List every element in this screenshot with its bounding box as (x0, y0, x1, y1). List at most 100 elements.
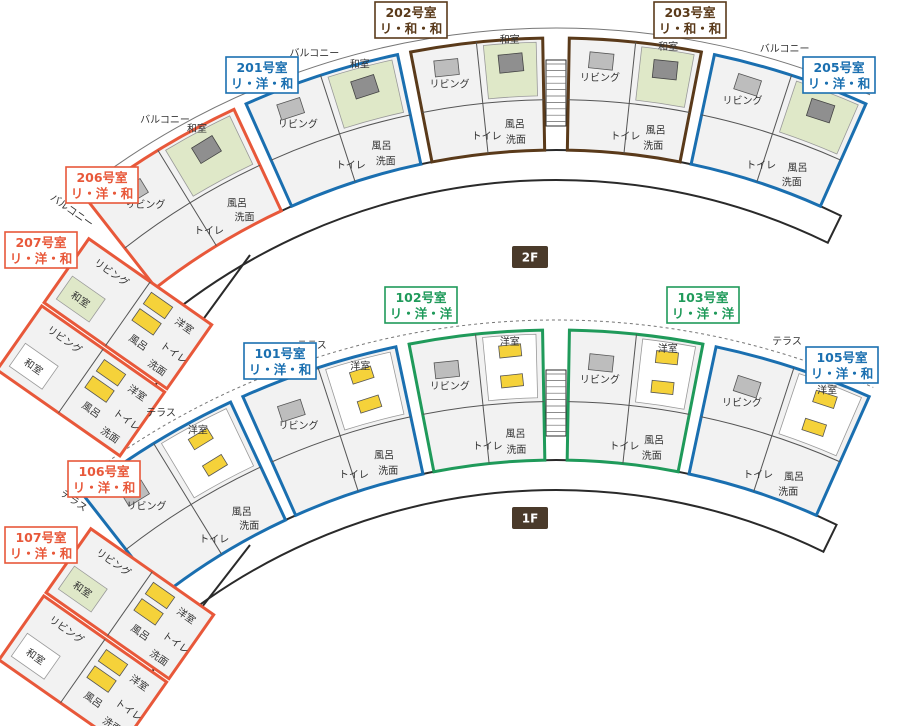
bed (187, 427, 214, 451)
living-tag: リビング (430, 78, 470, 91)
room-floor (778, 373, 862, 457)
room-units: リビング和室洋室風呂洗面トイレリビング和室洋室風呂洗面トイレバルコニーリビング和… (0, 36, 872, 726)
room-type-tag: 和室 (350, 57, 370, 70)
bed (801, 417, 828, 437)
toilet-tag: トイレ (336, 160, 366, 171)
bath-tag: 風呂 (788, 162, 808, 174)
partition (107, 571, 153, 636)
floor-badge-bg (512, 507, 548, 529)
room-floor (482, 333, 539, 402)
room-number: 201号室 (236, 60, 288, 75)
bath-tag: 風呂 (646, 124, 666, 136)
room-number: 202号室 (385, 5, 437, 20)
toilet-tag: トイレ (746, 160, 776, 171)
bed (500, 373, 525, 389)
washroom-tag: 洗面 (643, 140, 663, 152)
room-type: リ・洋・和 (808, 76, 871, 91)
partition (317, 367, 359, 492)
room-type-tag: 洋室 (817, 384, 837, 397)
sofa (587, 51, 615, 71)
washroom-tag: 洗面 (642, 450, 662, 462)
sofa (732, 374, 762, 399)
room-number: 102号室 (395, 290, 447, 305)
toilet-tag: トイレ (473, 442, 503, 453)
partition (58, 348, 104, 414)
room-type-tag: 洋室 (350, 359, 370, 372)
room-number: 205号室 (813, 60, 865, 75)
floor-badge-bg (512, 246, 548, 268)
partition (153, 443, 223, 555)
room-type-tag: 和室 (500, 33, 520, 46)
room-number: 107号室 (15, 530, 67, 545)
sofa (433, 359, 461, 380)
floor-badge: 1F (512, 507, 548, 529)
washroom-tag: 洗面 (778, 486, 798, 498)
room-tags: リビング和室風呂洗面トイレリビング和室風呂洗面トイレリビング和室風呂洗面トイレリ… (125, 33, 837, 545)
partition (320, 75, 356, 182)
washroom-tag: 洗面 (506, 134, 526, 146)
bed (84, 375, 115, 403)
room-type-tag: 和室 (187, 122, 207, 135)
partition (157, 150, 217, 247)
bath-tag: 風呂 (372, 140, 392, 152)
low-table (350, 73, 380, 100)
room-type: リ・洋・和 (231, 76, 294, 91)
room-unit (240, 345, 425, 518)
washroom-tag: 洗面 (100, 715, 123, 726)
partition (623, 42, 637, 154)
living-tag: リビング (430, 379, 470, 392)
floor-badges: 2F 1F (512, 246, 548, 529)
bed (812, 389, 838, 409)
bed (654, 350, 679, 366)
low-table (805, 97, 836, 124)
sofa (276, 398, 306, 423)
balcony-tag: バルコニー (760, 43, 810, 55)
bath-tag: 風呂 (227, 197, 247, 209)
room-label-box (225, 56, 299, 94)
low-table (191, 135, 222, 165)
room-type: リ・洋・洋 (672, 306, 735, 321)
room-type: リ・洋・和 (249, 362, 312, 377)
room-type: リ・洋・和 (73, 480, 136, 495)
room-type-tag: 和室 (658, 40, 678, 53)
room-number: 101号室 (254, 346, 306, 361)
living-tag: リビング (126, 500, 166, 513)
toilet-tag: トイレ (609, 442, 639, 453)
toilet-tag: トイレ (610, 132, 640, 143)
bed (201, 453, 229, 477)
partition (475, 334, 490, 464)
room-type: リ・洋・洋 (390, 306, 453, 321)
room-labels: 202号室リ・和・和203号室リ・和・和201号室リ・洋・和205号室リ・洋・和… (4, 1, 879, 564)
room-floor (10, 632, 61, 680)
bed (348, 365, 375, 385)
room-type: リ・洋・和 (811, 366, 874, 381)
room-label-box (384, 286, 458, 324)
room-number: 105号室 (816, 350, 868, 365)
floor-badge: 2F (512, 246, 548, 268)
sofa (733, 73, 763, 97)
bed (86, 665, 117, 693)
bath-tag: 風呂 (505, 118, 525, 130)
room-number: 103号室 (677, 290, 729, 305)
room-type-tag: 洋室 (188, 424, 208, 437)
low-table (497, 52, 525, 74)
room-unit (565, 328, 705, 474)
terrace-tag: テラス (772, 336, 802, 348)
washroom-tag: 洗面 (782, 177, 802, 189)
room-number: 207号室 (15, 235, 67, 250)
room-floor (8, 342, 59, 390)
washroom-tag: 洗面 (239, 520, 259, 532)
bath-tag: 風呂 (374, 450, 394, 462)
terrace-tag: テラス (146, 407, 176, 419)
room-type: リ・和・和 (659, 21, 722, 36)
room-floor (57, 565, 108, 613)
partition (753, 367, 795, 492)
room-floor (635, 338, 697, 410)
